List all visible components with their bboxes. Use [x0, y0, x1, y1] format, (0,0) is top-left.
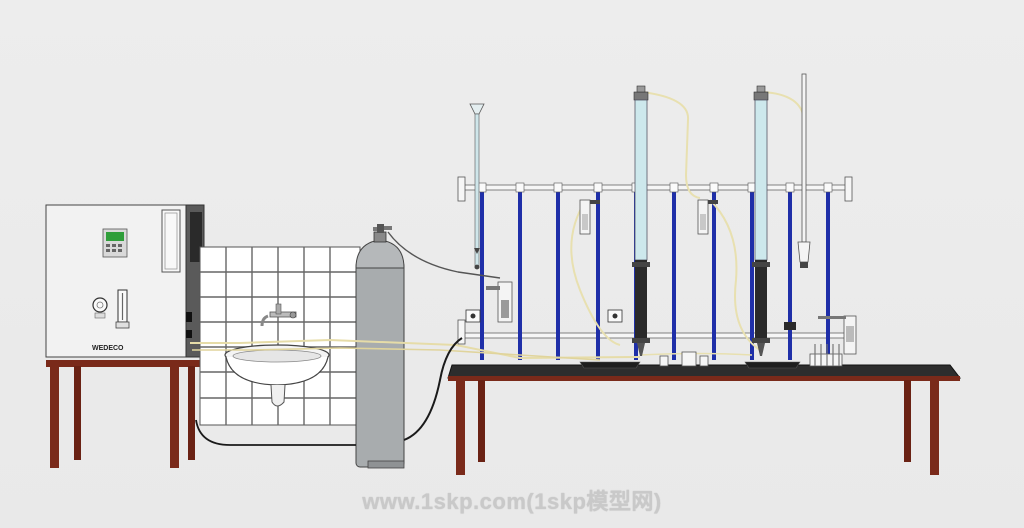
tubing-lines: [190, 91, 805, 446]
ozone-generator-cabinet: WEDECO: [45, 204, 205, 358]
pressure-gauge-icon: [92, 297, 108, 319]
flowmeter-icon: [115, 289, 130, 329]
faucet-icon[interactable]: [260, 303, 297, 327]
burette: [797, 73, 811, 268]
test-tube-rack: [809, 344, 843, 367]
right-flask: [818, 315, 857, 355]
stopcock-icon[interactable]: [784, 322, 796, 330]
cylinder-valve-icon[interactable]: [373, 224, 392, 233]
watermark-text: www.1skp.com(1skp模型网): [362, 489, 662, 514]
reaction-column: [752, 85, 770, 356]
reaction-column: [632, 85, 650, 356]
wall-outlet-icon[interactable]: [465, 309, 481, 323]
left-flask: [486, 281, 513, 323]
support-frame: [457, 176, 853, 345]
gas-cylinder: [355, 231, 405, 469]
wall-outlet-icon[interactable]: [607, 309, 623, 323]
generator-stand: [46, 360, 200, 468]
beaker: [659, 351, 709, 367]
lab-bench: [447, 361, 962, 475]
generator-brand-label: WEDECO: [92, 345, 124, 352]
control-display[interactable]: [102, 228, 128, 258]
reagent-tube: [697, 199, 718, 235]
reagent-tube: [579, 199, 600, 235]
funnel-tube: [469, 103, 485, 270]
